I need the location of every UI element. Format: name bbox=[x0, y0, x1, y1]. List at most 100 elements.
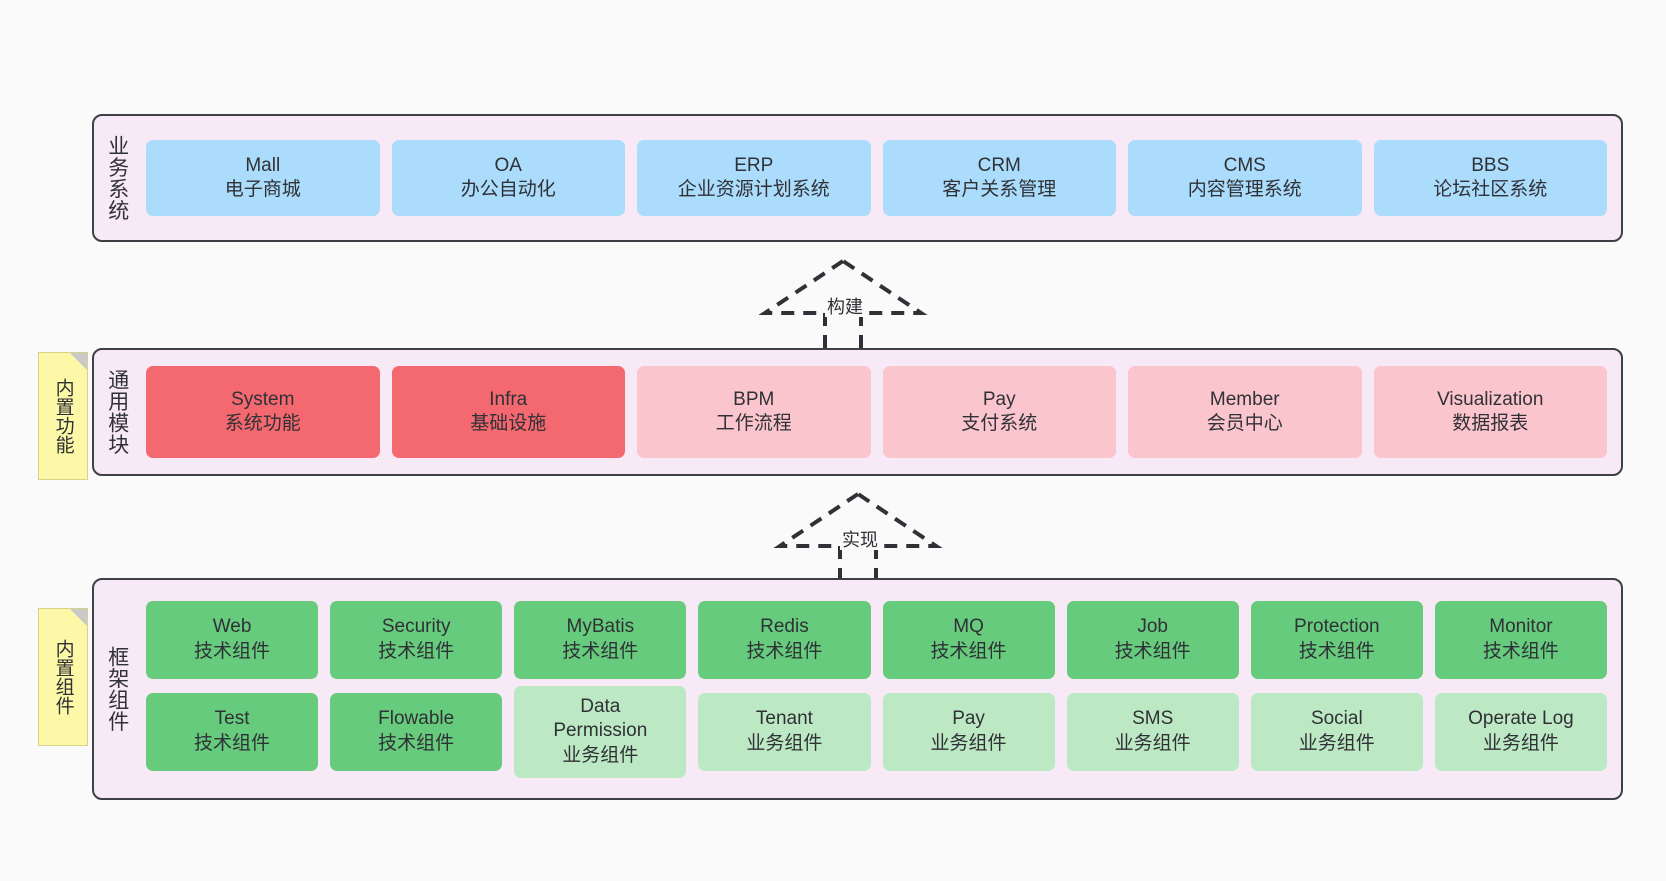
node-system[interactable]: System 系统功能 bbox=[146, 366, 380, 458]
node-subtitle: 技术组件 bbox=[562, 640, 639, 662]
node-title: Job bbox=[1137, 616, 1168, 638]
node-infra[interactable]: Infra 基础设施 bbox=[391, 366, 625, 458]
node-visualization[interactable]: Visualization 数据报表 bbox=[1373, 366, 1607, 458]
node-pay-component[interactable]: Pay 业务组件 bbox=[882, 692, 1055, 771]
layer-title-common-modules: 通用模块 bbox=[105, 369, 129, 455]
layer-common-modules: 通用模块 System 系统功能 Infra 基础设施 BPM 工作流程 bbox=[92, 348, 1623, 476]
node-title: CRM bbox=[977, 154, 1021, 176]
node-title: Operate Log bbox=[1468, 708, 1574, 730]
node-subtitle: 客户关系管理 bbox=[942, 179, 1057, 200]
node-subtitle: 业务组件 bbox=[746, 732, 823, 754]
node-bpm[interactable]: BPM 工作流程 bbox=[637, 366, 871, 458]
node-subtitle: 业务组件 bbox=[562, 744, 639, 766]
node-title: ERP bbox=[734, 154, 774, 176]
layer-title-business-systems: 业务系统 bbox=[105, 135, 129, 221]
node-subtitle: 技术组件 bbox=[1298, 640, 1375, 662]
node-title: Visualization bbox=[1437, 388, 1544, 410]
node-subtitle: 电子商城 bbox=[224, 179, 301, 200]
connector-label-implement: 实现 bbox=[840, 530, 880, 550]
node-title: Web bbox=[212, 616, 252, 638]
node-subtitle: 业务组件 bbox=[930, 732, 1007, 754]
node-title: System bbox=[231, 388, 295, 410]
node-erp[interactable]: ERP 企业资源计划系统 bbox=[637, 140, 871, 216]
node-subtitle: 内容管理系统 bbox=[1187, 179, 1302, 200]
node-title: BBS bbox=[1471, 154, 1510, 176]
connector-implement: 实现 bbox=[770, 488, 950, 578]
node-subtitle: 技术组件 bbox=[378, 640, 455, 662]
node-title: Pay bbox=[982, 388, 1016, 410]
node-crm[interactable]: CRM 客户关系管理 bbox=[882, 140, 1116, 216]
node-row: Mall 电子商城 OA 办公自动化 ERP 企业资源计划系统 CRM 客户关系… bbox=[146, 140, 1607, 216]
node-subtitle: 支付系统 bbox=[961, 413, 1038, 434]
node-data-permission[interactable]: Data Permission 业务组件 bbox=[514, 685, 687, 778]
node-title: Monitor bbox=[1489, 616, 1553, 638]
node-subtitle: 论坛社区系统 bbox=[1433, 179, 1548, 200]
node-subtitle: 技术组件 bbox=[746, 640, 823, 662]
node-title: Pay bbox=[952, 708, 985, 730]
node-title: MQ bbox=[953, 616, 984, 638]
node-redis[interactable]: Redis 技术组件 bbox=[698, 600, 871, 679]
node-title: Member bbox=[1209, 388, 1280, 410]
note-label: 内置组件 bbox=[52, 639, 74, 715]
node-monitor[interactable]: Monitor 技术组件 bbox=[1434, 600, 1607, 679]
node-operate-log[interactable]: Operate Log 业务组件 bbox=[1434, 692, 1607, 771]
node-cms[interactable]: CMS 内容管理系统 bbox=[1128, 140, 1362, 216]
layer-framework-components: 框架组件 Web 技术组件 Security 技术组件 MyBatis 技术组件 bbox=[92, 578, 1623, 800]
arrowhead-triangle-up bbox=[758, 258, 928, 315]
node-title: MyBatis bbox=[566, 616, 635, 638]
node-subtitle: 业务组件 bbox=[1114, 732, 1191, 754]
node-social[interactable]: Social 业务组件 bbox=[1250, 692, 1423, 771]
node-flowable[interactable]: Flowable 技术组件 bbox=[330, 692, 503, 771]
node-title: Protection bbox=[1294, 616, 1380, 638]
node-security[interactable]: Security 技术组件 bbox=[330, 600, 503, 679]
node-subtitle: 业务组件 bbox=[1298, 732, 1375, 754]
node-row: Test 技术组件 Flowable 技术组件 Data Permission … bbox=[146, 685, 1607, 778]
node-title: Test bbox=[214, 708, 250, 730]
node-subtitle: 技术组件 bbox=[1482, 640, 1559, 662]
node-subtitle: 企业资源计划系统 bbox=[677, 179, 830, 200]
node-job[interactable]: Job 技术组件 bbox=[1066, 600, 1239, 679]
connector-build: 构建 bbox=[755, 255, 935, 355]
node-title: OA bbox=[494, 154, 522, 176]
node-test[interactable]: Test 技术组件 bbox=[146, 692, 319, 771]
arrowhead-triangle-up bbox=[773, 491, 943, 548]
layer-business-systems: 业务系统 Mall 电子商城 OA 办公自动化 ERP 企业资源计划系统 bbox=[92, 114, 1623, 242]
node-subtitle: 工作流程 bbox=[715, 413, 792, 434]
node-subtitle: 会员中心 bbox=[1206, 413, 1283, 434]
node-member[interactable]: Member 会员中心 bbox=[1128, 366, 1362, 458]
note-fold-corner bbox=[70, 353, 87, 370]
node-mall[interactable]: Mall 电子商城 bbox=[146, 140, 380, 216]
node-subtitle: 基础设施 bbox=[470, 413, 547, 434]
node-title: SMS bbox=[1132, 708, 1174, 730]
node-title: BPM bbox=[733, 388, 775, 410]
node-title: Redis bbox=[760, 616, 809, 638]
node-title: CMS bbox=[1223, 154, 1266, 176]
node-title: Mall bbox=[245, 154, 281, 176]
node-pay-module[interactable]: Pay 支付系统 bbox=[882, 366, 1116, 458]
node-mq[interactable]: MQ 技术组件 bbox=[882, 600, 1055, 679]
node-subtitle: 技术组件 bbox=[194, 640, 271, 662]
node-subtitle: 数据报表 bbox=[1452, 413, 1529, 434]
node-tenant[interactable]: Tenant 业务组件 bbox=[698, 692, 871, 771]
node-title: Security bbox=[381, 616, 451, 638]
node-subtitle: 业务组件 bbox=[1482, 732, 1559, 754]
note-builtin-functions: 内置功能 bbox=[38, 352, 88, 480]
node-row: Web 技术组件 Security 技术组件 MyBatis 技术组件 Redi… bbox=[146, 600, 1607, 679]
node-protection[interactable]: Protection 技术组件 bbox=[1250, 600, 1423, 679]
node-subtitle: 办公自动化 bbox=[460, 179, 556, 200]
node-title: Social bbox=[1310, 708, 1363, 730]
note-builtin-components: 内置组件 bbox=[38, 608, 88, 746]
node-oa[interactable]: OA 办公自动化 bbox=[391, 140, 625, 216]
node-sms[interactable]: SMS 业务组件 bbox=[1066, 692, 1239, 771]
layer-body-business-systems: Mall 电子商城 OA 办公自动化 ERP 企业资源计划系统 CRM 客户关系… bbox=[140, 116, 1621, 240]
node-title: Data Permission bbox=[553, 696, 648, 742]
node-subtitle: 技术组件 bbox=[930, 640, 1007, 662]
note-fold-corner bbox=[70, 609, 87, 626]
node-mybatis[interactable]: MyBatis 技术组件 bbox=[514, 600, 687, 679]
node-bbs[interactable]: BBS 论坛社区系统 bbox=[1373, 140, 1607, 216]
node-web[interactable]: Web 技术组件 bbox=[146, 600, 319, 679]
note-label: 内置功能 bbox=[52, 378, 74, 454]
node-title: Infra bbox=[489, 388, 528, 410]
node-row: System 系统功能 Infra 基础设施 BPM 工作流程 Pay 支付系统 bbox=[146, 366, 1607, 458]
